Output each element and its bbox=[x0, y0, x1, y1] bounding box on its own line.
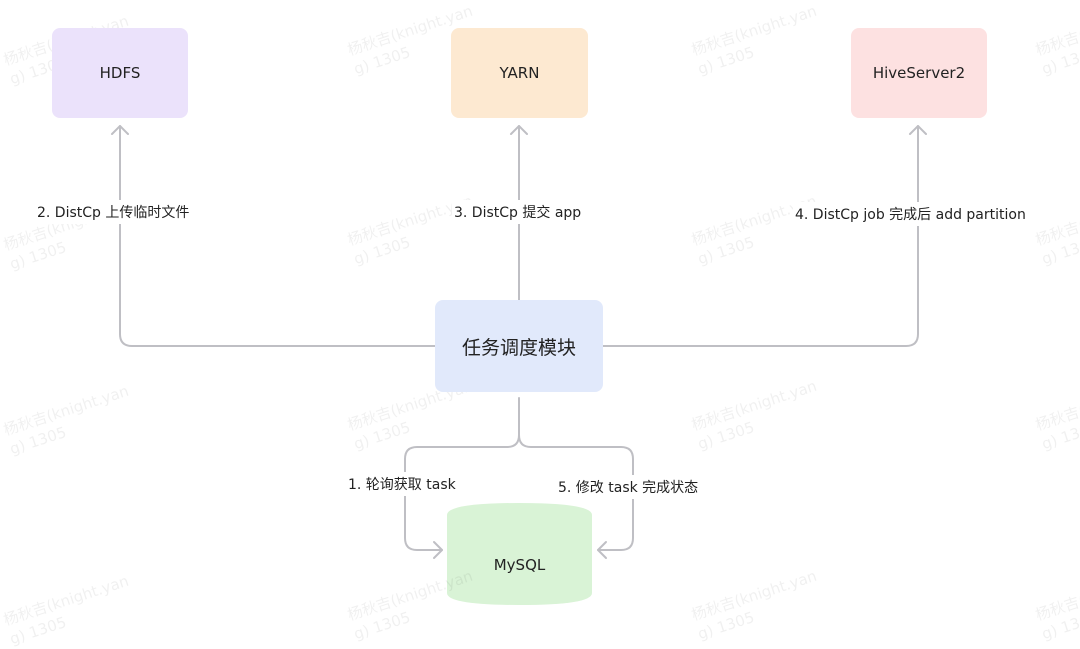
edge-update bbox=[518, 434, 634, 551]
node-scheduler-label: 任务调度模块 bbox=[461, 336, 576, 359]
edge-label-partition: 4. DistCp job 完成后 add partition bbox=[793, 202, 1028, 226]
node-mysql-label: MySQL bbox=[493, 556, 546, 574]
edge-label-submit: 3. DistCp 提交 app bbox=[452, 200, 584, 224]
node-yarn[interactable]: YARN bbox=[451, 28, 588, 118]
arrowhead-update bbox=[597, 541, 607, 559]
edge-label-update: 5. 修改 task 完成状态 bbox=[556, 475, 701, 499]
node-mysql[interactable]: MySQL bbox=[447, 530, 592, 600]
arrowhead-poll bbox=[433, 541, 443, 559]
arrowhead-hive bbox=[909, 125, 927, 135]
node-yarn-label: YARN bbox=[499, 64, 540, 82]
arrowhead-yarn bbox=[510, 125, 528, 135]
node-scheduler[interactable]: 任务调度模块 bbox=[435, 300, 603, 392]
edge-scheduler-hive bbox=[602, 125, 919, 347]
mysql-cylinder[interactable] bbox=[447, 503, 592, 605]
node-hdfs-label: HDFS bbox=[99, 64, 141, 82]
arrowhead-hdfs bbox=[111, 125, 129, 135]
node-hiveserver2[interactable]: HiveServer2 bbox=[851, 28, 987, 118]
edge-scheduler-hdfs bbox=[119, 125, 436, 347]
node-hive-label: HiveServer2 bbox=[872, 64, 966, 82]
edge-label-upload: 2. DistCp 上传临时文件 bbox=[35, 200, 192, 224]
edge-label-poll: 1. 轮询获取 task bbox=[346, 472, 458, 496]
edge-poll bbox=[404, 397, 520, 551]
connectors bbox=[111, 125, 927, 605]
node-hdfs[interactable]: HDFS bbox=[52, 28, 188, 118]
